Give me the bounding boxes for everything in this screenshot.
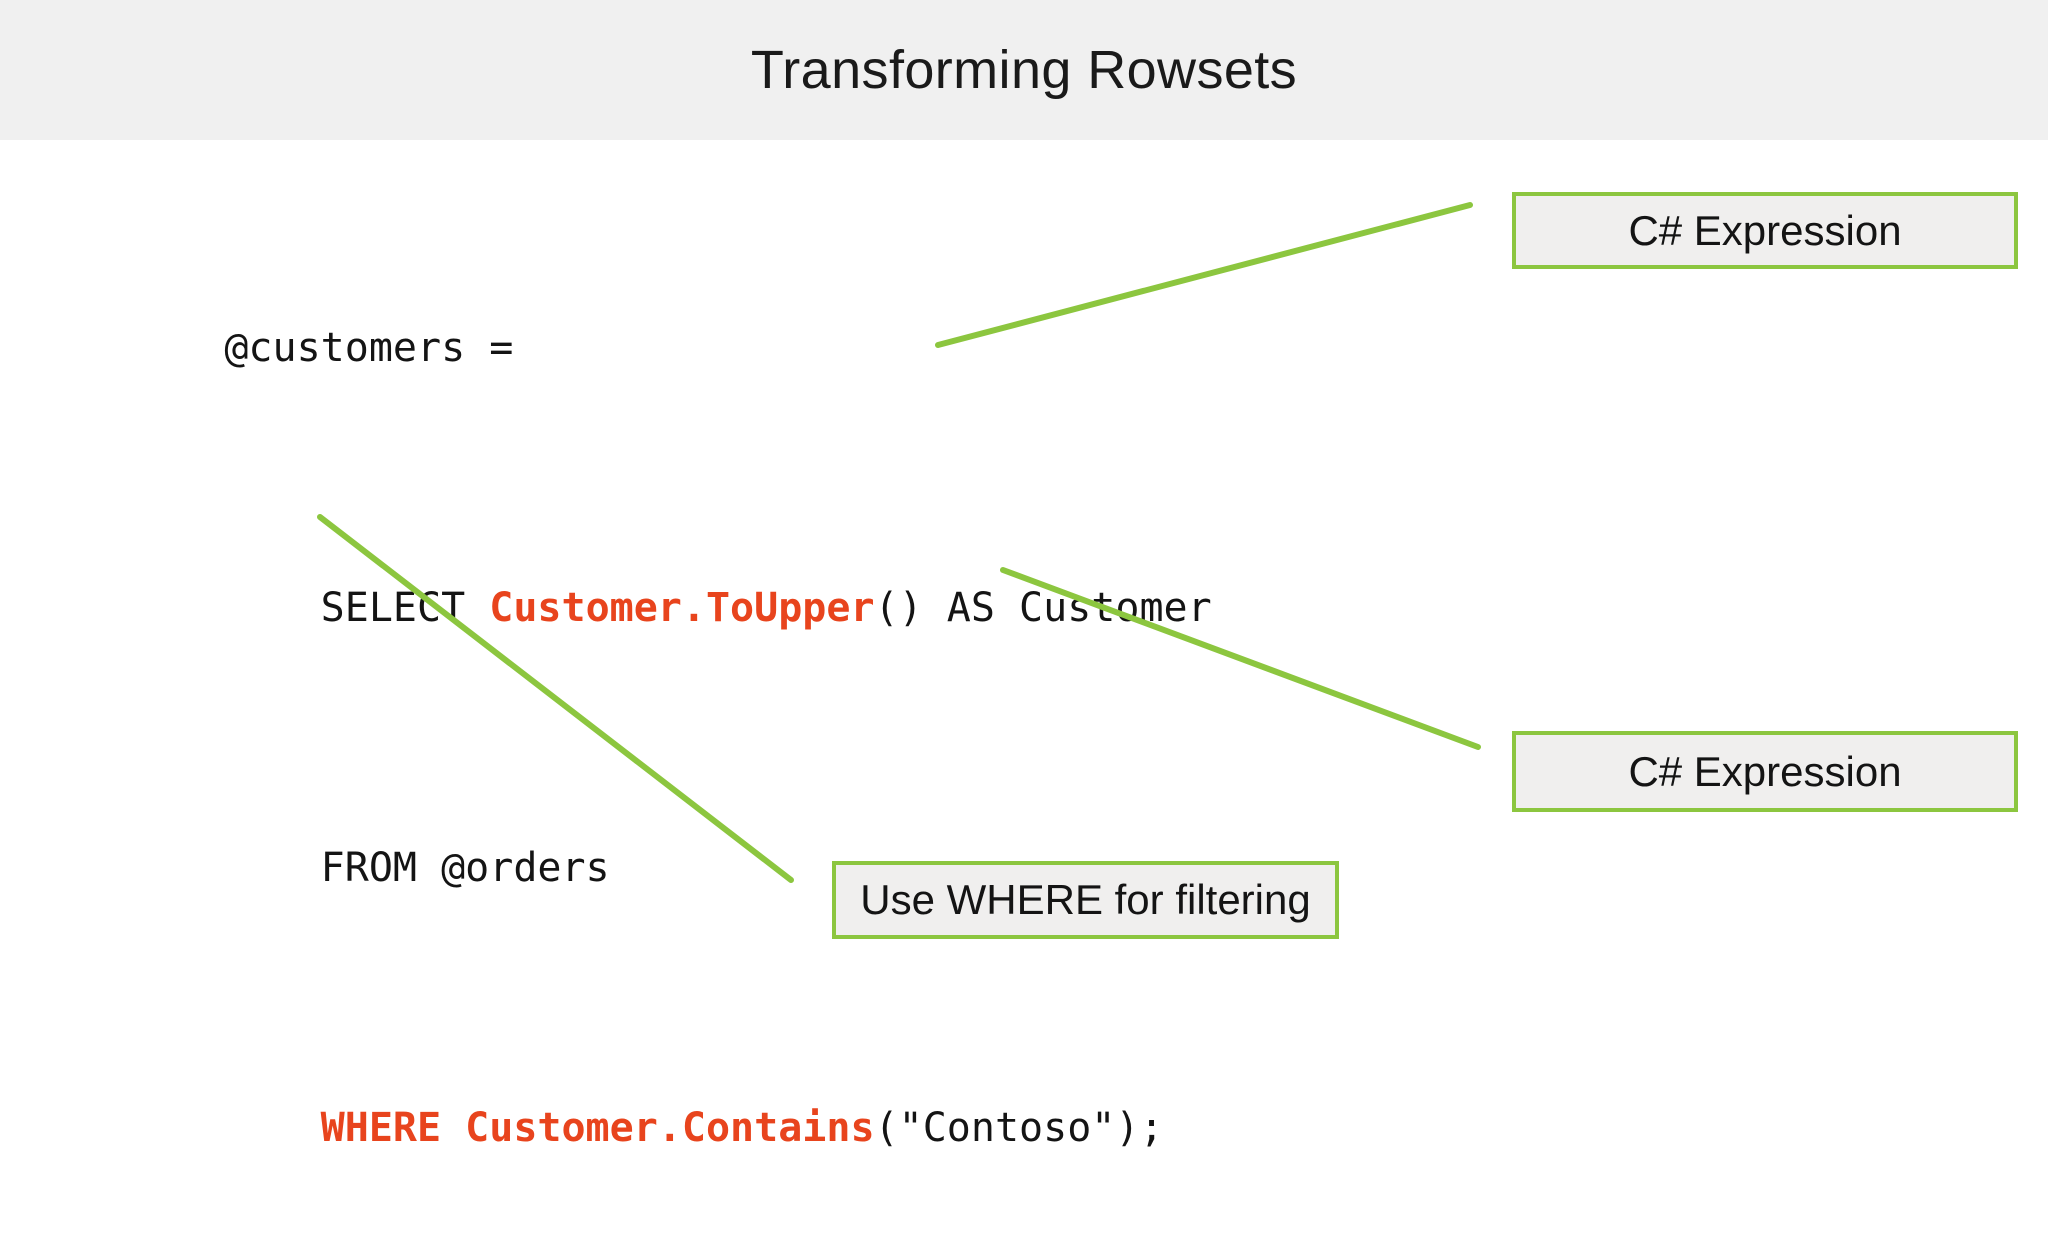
code-token-csharp-expression: Customer.ToUpper — [489, 585, 875, 631]
code-token — [224, 1105, 320, 1151]
code-token: ("Contoso"); — [874, 1105, 1164, 1151]
code-line-1: @customers = — [128, 270, 1212, 426]
page-title: Transforming Rowsets — [750, 40, 1298, 100]
code-token-where-clause: WHERE Customer.Contains — [320, 1105, 875, 1151]
code-token: SELECT — [224, 585, 490, 631]
code-token: @customers = — [224, 325, 514, 371]
code-line-2: SELECT Customer.ToUpper() AS Customer — [128, 530, 1212, 686]
code-block: @customers = SELECT Customer.ToUpper() A… — [128, 166, 1212, 1258]
callout-use-where-for-filtering: Use WHERE for filtering — [832, 861, 1339, 939]
code-token: () AS Customer — [874, 585, 1212, 631]
code-token: FROM @orders — [224, 845, 610, 891]
callout-csharp-expression-top: C# Expression — [1512, 192, 2018, 269]
slide-header-band: Transforming Rowsets — [0, 0, 2048, 140]
callout-csharp-expression-bottom: C# Expression — [1512, 731, 2018, 812]
code-line-4: WHERE Customer.Contains("Contoso"); — [128, 1050, 1212, 1206]
